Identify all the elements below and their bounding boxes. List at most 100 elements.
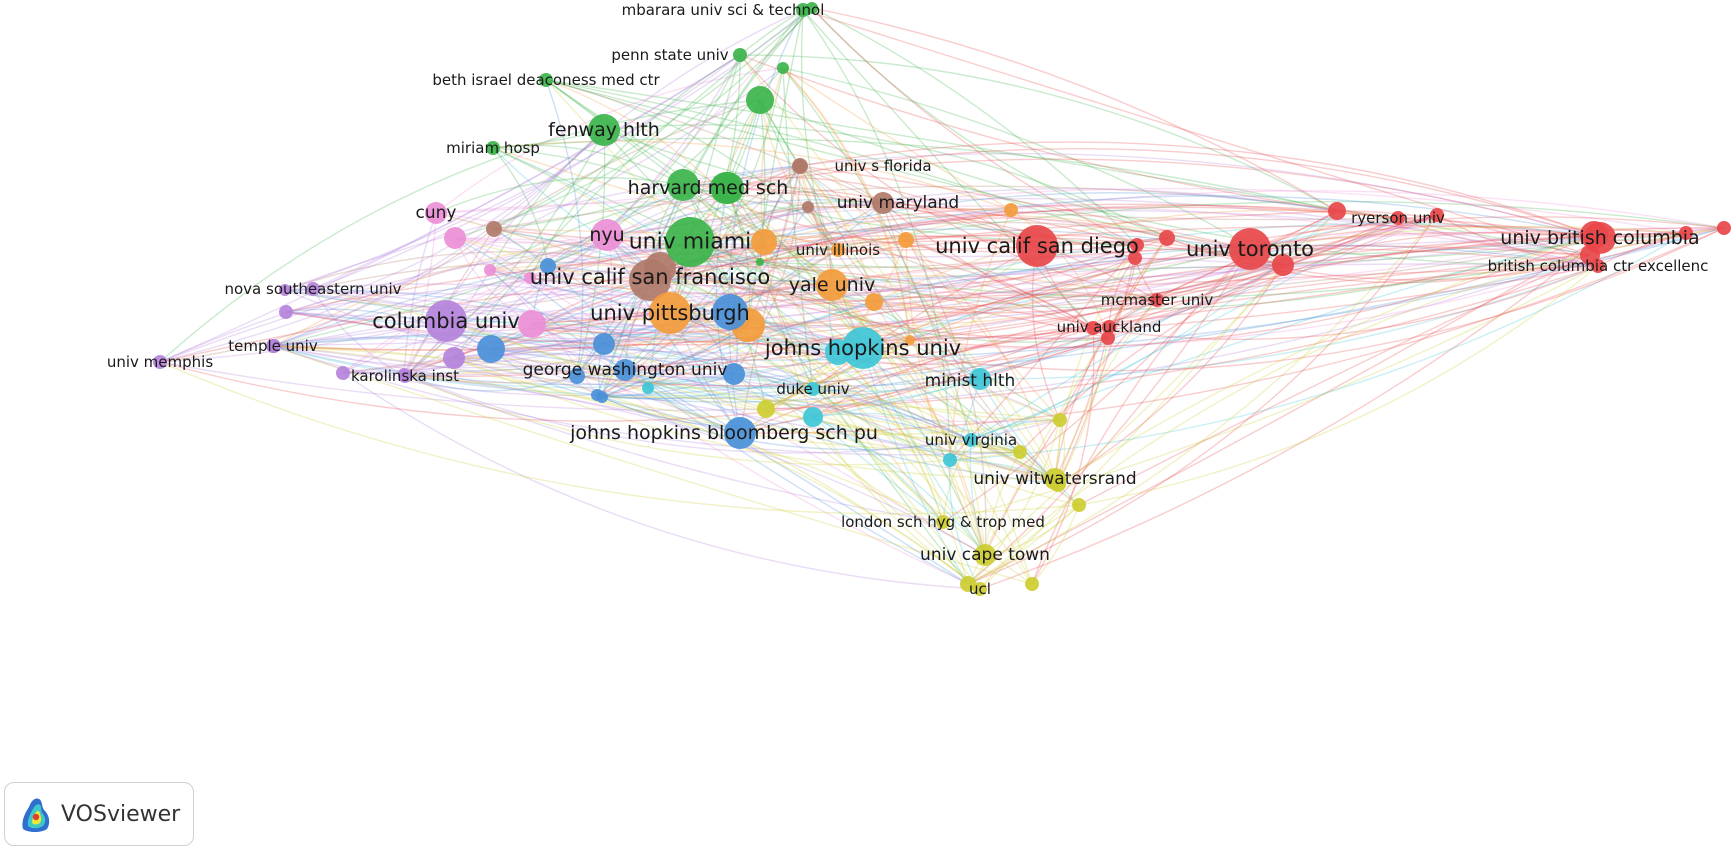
link: [725, 158, 1601, 239]
node-circle[interactable]: [484, 264, 496, 276]
node-circle[interactable]: [649, 292, 691, 334]
node-circle[interactable]: [486, 221, 502, 237]
node-circle[interactable]: [793, 159, 807, 173]
node-circle[interactable]: [569, 368, 585, 384]
node-circle[interactable]: [1430, 208, 1444, 222]
node-circle[interactable]: [969, 368, 991, 390]
node-circle[interactable]: [1591, 259, 1605, 273]
node-circle[interactable]: [905, 335, 915, 345]
node-circle[interactable]: [1272, 254, 1294, 276]
link: [905, 239, 1094, 329]
node-circle[interactable]: [486, 141, 500, 155]
node-circle[interactable]: [279, 305, 293, 319]
link: [273, 263, 1599, 347]
node-circle[interactable]: [266, 339, 280, 353]
node-circle[interactable]: [588, 114, 620, 146]
node-circle[interactable]: [1013, 445, 1027, 459]
node-circle[interactable]: [153, 355, 167, 369]
node-circle[interactable]: [777, 62, 789, 74]
node-circle[interactable]: [1102, 320, 1116, 334]
node-circle[interactable]: [973, 582, 987, 596]
node-circle[interactable]: [629, 259, 671, 301]
node-circle[interactable]: [593, 333, 615, 355]
node-circle[interactable]: [964, 433, 978, 447]
link: [659, 267, 951, 461]
node-circle[interactable]: [756, 258, 764, 266]
node-circle[interactable]: [336, 366, 350, 380]
node-circle[interactable]: [746, 86, 774, 114]
link: [576, 375, 981, 388]
node-circle[interactable]: [960, 576, 976, 592]
link: [862, 347, 969, 585]
node-circle[interactable]: [1072, 498, 1086, 512]
node-circle[interactable]: [1130, 238, 1144, 252]
node-circle[interactable]: [1229, 228, 1271, 270]
node-circle[interactable]: [540, 258, 556, 274]
link: [882, 202, 1094, 329]
node-circle[interactable]: [1159, 230, 1175, 246]
node-circle[interactable]: [816, 269, 848, 301]
node-circle[interactable]: [751, 229, 777, 255]
node-circle[interactable]: [667, 169, 699, 201]
node-circle[interactable]: [642, 382, 654, 394]
node-circle[interactable]: [842, 327, 884, 369]
link: [272, 324, 749, 351]
node-circle[interactable]: [591, 219, 623, 251]
node-circle[interactable]: [1328, 202, 1346, 220]
node-circle[interactable]: [712, 294, 748, 330]
node-circle[interactable]: [539, 73, 553, 87]
node-circle[interactable]: [733, 48, 747, 62]
node-circle[interactable]: [831, 243, 845, 257]
link: [765, 265, 1599, 410]
node-circle[interactable]: [477, 335, 505, 363]
node-circle[interactable]: [723, 363, 745, 385]
node-circle[interactable]: [806, 382, 820, 396]
node-circle[interactable]: [803, 407, 823, 427]
node-circle[interactable]: [591, 389, 603, 401]
node-circle[interactable]: [1016, 225, 1058, 267]
node-circle[interactable]: [757, 400, 775, 418]
node-circle[interactable]: [1128, 251, 1142, 265]
node-circle[interactable]: [1086, 321, 1100, 335]
link: [967, 237, 1601, 585]
node-circle[interactable]: [802, 201, 814, 213]
node-circle[interactable]: [425, 202, 447, 224]
node-circle[interactable]: [1101, 331, 1115, 345]
node-circle[interactable]: [1044, 468, 1066, 490]
node-circle[interactable]: [665, 217, 715, 267]
node-circle[interactable]: [1584, 222, 1616, 254]
node-circle[interactable]: [872, 192, 894, 214]
node-circle[interactable]: [898, 232, 914, 248]
node-circle[interactable]: [425, 300, 467, 342]
link: [273, 336, 603, 398]
link: [807, 206, 1012, 211]
node-circle[interactable]: [943, 453, 957, 467]
node-circle[interactable]: [724, 417, 756, 449]
node-circle[interactable]: [398, 369, 412, 383]
node-label: fenway hlth: [548, 119, 660, 141]
node-circle[interactable]: [1717, 221, 1731, 235]
node-circle[interactable]: [1053, 413, 1067, 427]
node-circle[interactable]: [1150, 293, 1164, 307]
node-circle[interactable]: [444, 227, 466, 249]
node-circle[interactable]: [614, 359, 636, 381]
node-circle[interactable]: [1679, 226, 1693, 240]
node-circle[interactable]: [974, 544, 996, 566]
node-circle[interactable]: [796, 3, 810, 17]
node-circle[interactable]: [1004, 203, 1018, 217]
vosviewer-badge[interactable]: VOSviewer: [4, 782, 194, 846]
node-circle[interactable]: [443, 347, 465, 369]
node-circle[interactable]: [306, 282, 320, 296]
node-circle[interactable]: [710, 172, 742, 204]
node-circle[interactable]: [1025, 577, 1039, 591]
node-circle[interactable]: [1391, 211, 1405, 225]
node-circle[interactable]: [865, 293, 883, 311]
link: [1249, 247, 1599, 267]
link: [873, 301, 986, 556]
link: [453, 204, 1338, 359]
node-circle[interactable]: [524, 272, 536, 284]
node-circle[interactable]: [936, 515, 950, 529]
node-circle[interactable]: [518, 310, 546, 338]
node-circle[interactable]: [279, 284, 291, 296]
link: [765, 339, 911, 410]
